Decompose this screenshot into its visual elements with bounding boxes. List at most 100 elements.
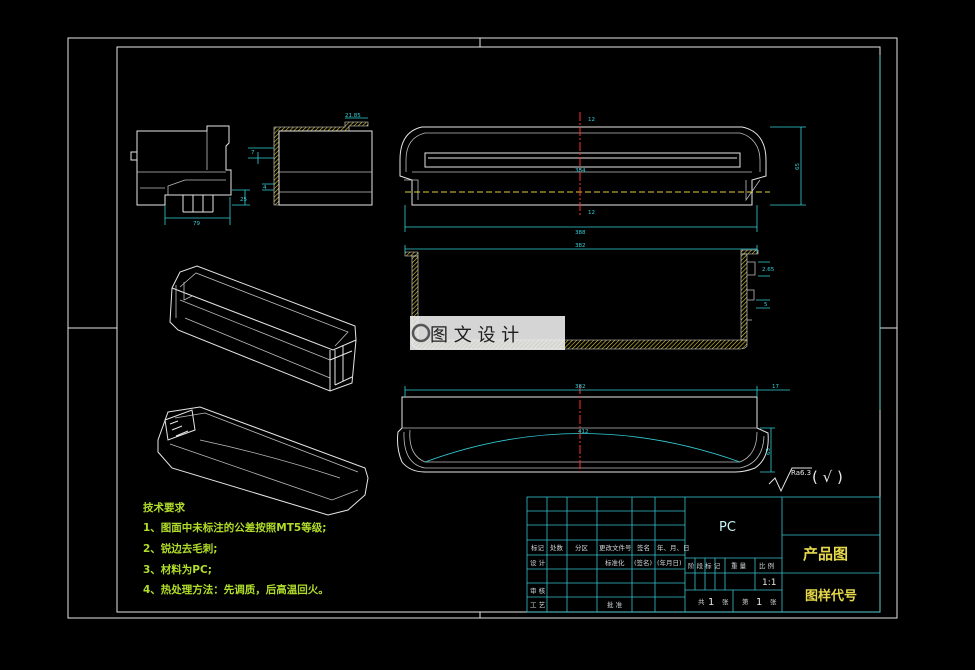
plan-height-dimension-line <box>770 126 806 206</box>
iso-bottom-end-block <box>164 409 196 441</box>
section-right-wall <box>740 253 748 341</box>
sheet-total: 1 <box>708 597 714 608</box>
process-label: 工 艺 <box>530 601 546 609</box>
section-wall-dimension: 2.65 <box>762 267 775 273</box>
front-mid-dimension-line <box>262 183 274 191</box>
section-left-flange <box>404 251 419 257</box>
front-view-comb <box>182 195 214 213</box>
requirement-item: 3、材料为PC; <box>143 563 212 576</box>
isometric-view-top <box>169 265 357 392</box>
front-width-dimension-line <box>164 197 231 225</box>
iso-top-floor <box>179 299 331 379</box>
plan-outer-length-dimension: 388 <box>575 230 586 236</box>
section-length-dimension-line <box>404 245 758 253</box>
requirements-heading: 技术要求 <box>143 501 185 514</box>
side-view: 21.85 7 4 <box>248 113 373 206</box>
front-top-dimension: 7 <box>251 150 255 156</box>
side-view-hatched-wall <box>273 121 369 206</box>
drawing-code-label: 图样代号 <box>805 588 857 604</box>
iso-bottom-inner-curve <box>199 439 341 479</box>
plan-view-tab-lines <box>404 171 761 202</box>
sheet-frame <box>67 37 898 619</box>
scale-label: 比 例 <box>759 561 774 570</box>
plan-center-top-dimension: 12 <box>588 117 595 123</box>
sheet-current: 1 <box>756 597 762 608</box>
roughness-symbol-icon <box>768 467 812 493</box>
section-wall-dimension-line <box>758 261 770 277</box>
plan-inner-length-dimension: 384 <box>575 168 586 174</box>
iso-bottom-front-edge <box>169 443 359 501</box>
front-top-dimension-line <box>248 147 274 164</box>
elevation-outline <box>397 396 769 473</box>
requirement-item: 1、图面中未标注的公差按照MT5等级; <box>143 521 326 534</box>
sheet-current-unit: 张 <box>770 597 777 606</box>
front-width-dimension: 79 <box>193 221 200 227</box>
iso-top-front-edge <box>171 287 357 351</box>
technical-requirements: 技术要求 1、图面中未标注的公差按照MT5等级; 2、锐边去毛刺; 3、材料为P… <box>143 501 329 596</box>
side-top-dimension: 21.85 <box>345 113 361 119</box>
section-right-flange <box>740 249 759 255</box>
elevation-length-dimension: 382 <box>575 384 586 390</box>
iso-top-left-detail <box>175 282 193 318</box>
elevation-view: 382 17 65 412 <box>397 384 790 473</box>
iso-top-end-block <box>329 345 353 391</box>
elevation-height-dimension-line <box>760 427 775 473</box>
title-block-grid <box>527 497 880 612</box>
plan-outer-length-dimension-line <box>404 205 758 232</box>
front-side-dimension-line <box>232 189 250 206</box>
stage-mark-label: 阶 段 标 记 <box>688 561 721 570</box>
signature-placeholder: (签名) <box>634 558 652 567</box>
elevation-offset-dimension: 17 <box>772 384 779 390</box>
approve-label: 批 准 <box>607 600 623 609</box>
plan-view: 12 384 12 388 65 <box>399 112 806 236</box>
watermark-background <box>410 316 565 350</box>
isometric-view-bottom <box>157 406 369 516</box>
front-view-inner-lines <box>137 131 226 195</box>
sheet-total-label: 共 <box>698 597 705 606</box>
header-count: 处数 <box>550 543 564 552</box>
elevation-arc-dimension: 412 <box>578 429 589 435</box>
design-label: 设 计 <box>530 558 546 567</box>
front-view: 79 25 <box>130 125 250 227</box>
plan-view-outline <box>399 126 767 206</box>
elevation-arc <box>424 433 741 463</box>
front-view-tab <box>130 151 137 161</box>
requirement-item: 2、锐边去毛刺; <box>143 542 218 555</box>
front-side-dimension: 25 <box>240 197 247 203</box>
section-length-dimension: 382 <box>575 243 586 249</box>
header-zone: 分区 <box>575 543 589 552</box>
iso-bottom-outline <box>157 406 369 516</box>
requirement-item: 4、热处理方法：先调质，后高温回火。 <box>143 583 329 596</box>
elevation-length-dimension-line <box>404 386 758 397</box>
front-mid-dimension: 4 <box>263 185 267 191</box>
section-right-step <box>747 261 756 321</box>
iso-top-inner-rim <box>179 272 349 347</box>
header-change-doc: 更改文件号 <box>599 543 632 552</box>
plan-center-bottom-dimension: 12 <box>588 210 595 216</box>
elevation-height-dimension: 65 <box>766 448 772 455</box>
section-step-dimension: 5 <box>764 302 768 308</box>
header-signature: 签名 <box>637 543 650 552</box>
date-placeholder: (年月日) <box>657 558 682 567</box>
iso-bottom-inner-top <box>174 412 359 473</box>
plan-height-dimension: 65 <box>795 163 801 170</box>
roughness-other: ( √ ) <box>812 468 843 486</box>
weight-label: 重 量 <box>731 562 747 570</box>
drawing-name: 产品图 <box>803 545 848 563</box>
review-label: 审 核 <box>530 586 546 595</box>
material-value: PC <box>719 520 736 535</box>
header-mark: 标记 <box>531 543 545 552</box>
title-block-border <box>526 496 881 613</box>
watermark-logo-icon <box>411 323 431 343</box>
header-date: 年、月、日 <box>657 543 690 552</box>
roughness-value: Ra6.3 <box>791 469 811 477</box>
front-view-outline <box>136 125 232 206</box>
plan-view-inner-rim <box>405 132 761 172</box>
side-view-inner-lines <box>279 171 372 193</box>
plan-view-channel <box>424 152 741 168</box>
title-block: 标记 处数 分区 更改文件号 签名 年、月、日 设 计 标准化 (签名) (年月… <box>526 496 881 613</box>
watermark-text: 图 文 设 计 <box>430 325 519 346</box>
iso-top-outline <box>169 265 357 392</box>
standardization-label: 标准化 <box>605 558 625 567</box>
